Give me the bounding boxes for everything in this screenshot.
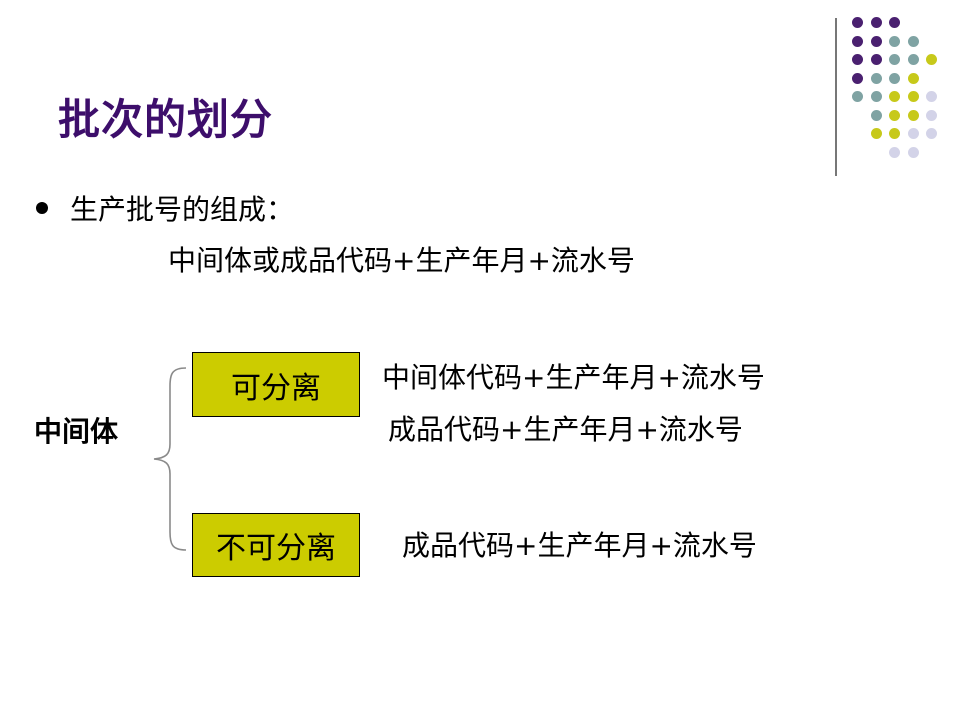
bullet-item: 生产批号的组成： xyxy=(36,188,294,228)
decorative-dot xyxy=(907,91,919,102)
slide-title: 批次的划分 xyxy=(58,95,274,144)
decorative-dot xyxy=(870,54,882,65)
decorative-dot xyxy=(852,35,863,47)
decorative-dot xyxy=(926,128,937,139)
decorative-dot xyxy=(889,91,900,102)
decorative-dot xyxy=(852,91,863,102)
decorative-dot xyxy=(907,128,919,139)
decorative-dot xyxy=(870,128,882,139)
intermediate-label: 中间体 xyxy=(34,415,119,448)
decorative-dot xyxy=(870,72,882,84)
bullet-icon xyxy=(36,202,48,214)
decorative-dot xyxy=(889,128,900,139)
decorative-dot xyxy=(870,17,882,28)
decorative-dot xyxy=(889,17,900,28)
decorative-dot xyxy=(852,17,863,28)
decorative-dot xyxy=(870,35,882,47)
decorative-dot xyxy=(852,54,863,65)
decorative-dot xyxy=(926,109,937,121)
decorative-dot xyxy=(907,146,919,158)
decorative-dot xyxy=(870,109,882,121)
decorative-dot xyxy=(889,146,900,158)
decorative-dot xyxy=(889,35,900,47)
decorative-dot xyxy=(907,109,919,121)
decorative-dot xyxy=(907,54,919,65)
decorative-dot xyxy=(907,35,919,47)
decorative-dot xyxy=(852,72,863,84)
decorative-dot xyxy=(926,91,937,102)
decorative-dot xyxy=(926,54,937,65)
decorative-dot xyxy=(889,54,900,65)
decorative-dot xyxy=(889,109,900,121)
decorative-dot xyxy=(907,72,919,84)
inseparable-box: 不可分离 xyxy=(192,513,360,577)
separable-product-rule: 成品代码+生产年月+流水号 xyxy=(388,413,743,446)
separable-intermediate-rule: 中间体代码+生产年月+流水号 xyxy=(382,361,765,394)
batch-number-formula: 中间体或成品代码+生产年月+流水号 xyxy=(168,244,635,277)
curly-brace-icon xyxy=(153,367,187,551)
bullet-heading: 生产批号的组成： xyxy=(70,193,295,226)
inseparable-product-rule: 成品代码+生产年月+流水号 xyxy=(402,529,757,562)
divider-line xyxy=(835,18,837,176)
separable-box: 可分离 xyxy=(192,352,360,417)
decorative-dot xyxy=(870,91,882,102)
decorative-dot xyxy=(889,72,900,84)
